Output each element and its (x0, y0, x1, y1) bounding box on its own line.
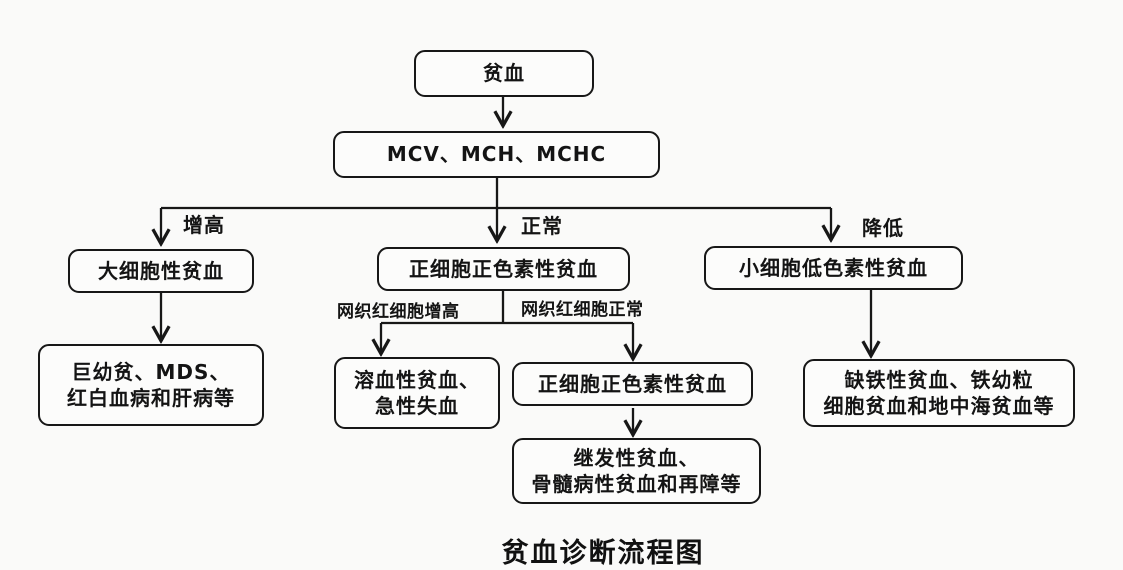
node-anemia-label: 贫血 (483, 61, 525, 86)
node-mcv-mch-mchc-label: MCV、MCH、MCHC (386, 142, 607, 167)
node-iron-deficiency-thalassemia: 缺铁性贫血、铁幼粒 细胞贫血和地中海贫血等 (803, 359, 1075, 427)
diagram-title: 贫血诊断流程图 (501, 538, 705, 569)
node-secondary-anemia-causes: 继发性贫血、 骨髓病性贫血和再障等 (512, 438, 761, 504)
node-macrocytic-anemia-label: 大细胞性贫血 (98, 258, 224, 283)
node-megaloblastic-mds-causes: 巨幼贫、MDS、 红白血病和肝病等 (38, 344, 264, 426)
edge-label-reticulocyte-normal: 网织红细胞正常 (521, 300, 644, 320)
node-macrocytic-anemia: 大细胞性贫血 (68, 249, 254, 293)
edge-label-reticulocyte-increased: 网织红细胞增高 (337, 302, 460, 322)
edge-label-increased: 增高 (183, 213, 225, 237)
node-hemolytic-line1: 溶血性贫血、 (354, 367, 480, 392)
edge-label-decreased: 降低 (862, 216, 904, 240)
node-iron-line1: 缺铁性贫血、铁幼粒 (844, 367, 1034, 392)
node-normocytic-label: 正细胞正色素性贫血 (409, 256, 598, 281)
node-hemolytic-acute-blood-loss: 溶血性贫血、 急性失血 (334, 357, 500, 429)
edge-label-normal: 正常 (521, 214, 563, 238)
node-iron-line2: 细胞贫血和地中海贫血等 (823, 394, 1055, 418)
node-secondary-line2: 骨髓病性贫血和再障等 (531, 472, 742, 496)
node-microcytic-hypochromic-anemia: 小细胞低色素性贫血 (704, 246, 963, 290)
node-megaloblastic-line2: 红白血病和肝病等 (67, 386, 235, 410)
node-megaloblastic-line1: 巨幼贫、MDS、 (71, 359, 231, 384)
node-secondary-line1: 继发性贫血、 (573, 445, 700, 470)
node-normocytic2-label: 正细胞正色素性贫血 (538, 371, 727, 396)
node-anemia: 贫血 (414, 50, 594, 97)
node-mcv-mch-mchc: MCV、MCH、MCHC (333, 131, 660, 178)
node-hemolytic-line2: 急性失血 (375, 394, 459, 418)
node-normocytic-normochromic-anemia-2: 正细胞正色素性贫血 (512, 362, 753, 406)
node-normocytic-normochromic-anemia: 正细胞正色素性贫血 (377, 247, 630, 291)
node-microcytic-label: 小细胞低色素性贫血 (739, 255, 928, 280)
